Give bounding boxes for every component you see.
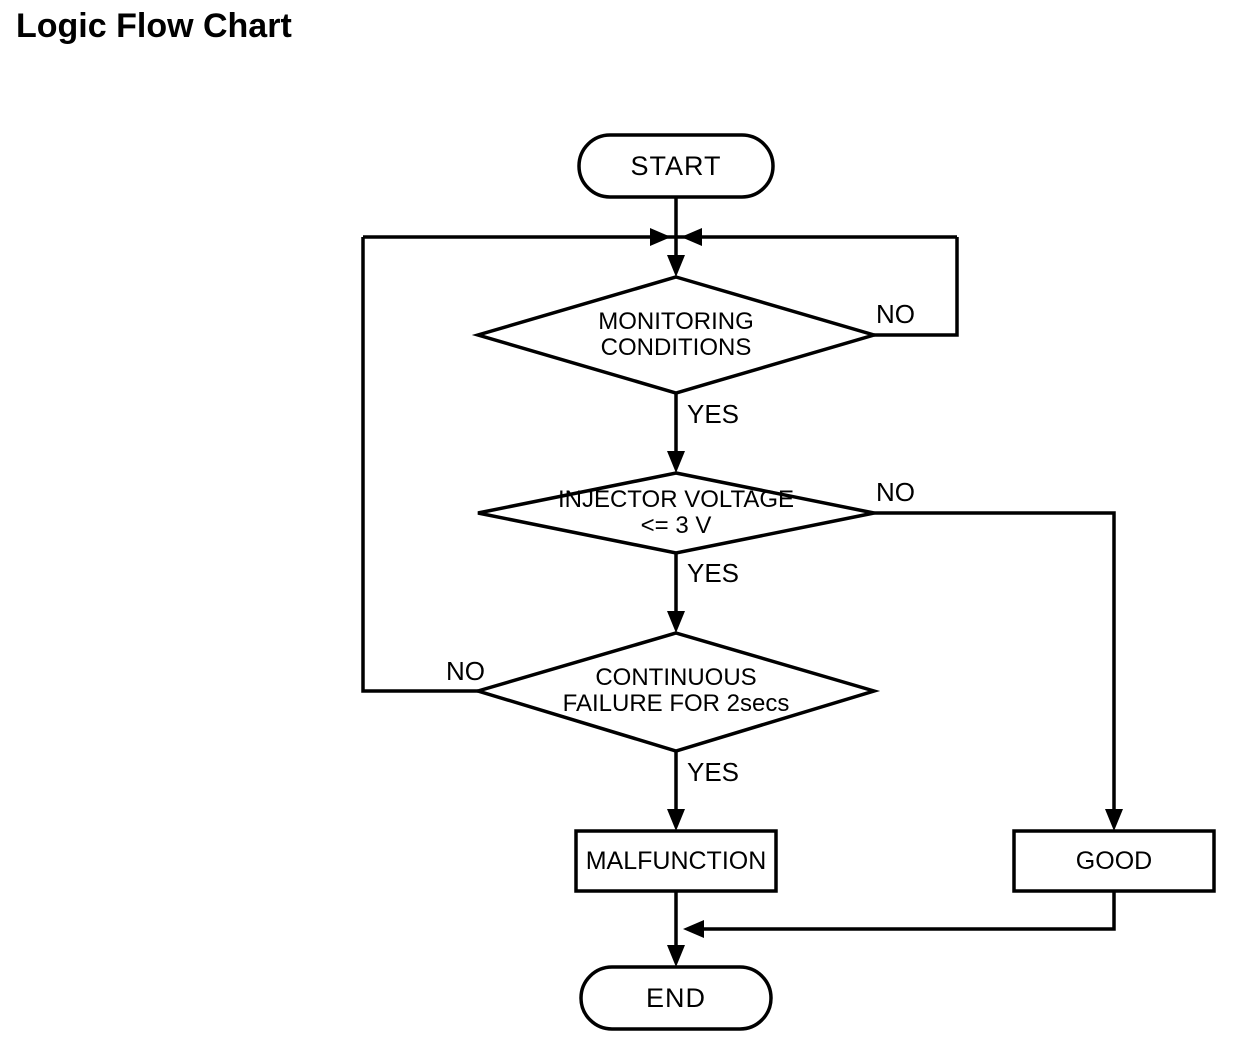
continuous-node-label: CONTINUOUS FAILURE FOR 2secs <box>478 635 874 747</box>
good-node-label: GOOD <box>1075 846 1153 875</box>
continuous-label-line1: CONTINUOUS <box>595 664 757 691</box>
connector-injector-no-to-good <box>874 511 1116 811</box>
monitoring-decision-shape <box>471 275 881 395</box>
monitoring-yes-label: YES <box>687 399 740 429</box>
injector-yes-label: YES <box>687 558 740 588</box>
end-node-label: END <box>645 982 706 1013</box>
arrowhead-junction-from-left <box>650 228 671 246</box>
injector-label-line1: INJECTOR VOLTAGE <box>557 486 795 513</box>
malfunction-process-shape <box>574 829 778 893</box>
continuous-yes-label: YES <box>687 757 740 787</box>
connector-monitoring-no-loop <box>874 237 959 337</box>
continuous-label-line2: FAILURE FOR 2secs <box>562 690 790 717</box>
arrowhead-into-monitoring <box>667 255 685 277</box>
end-terminal-shape <box>579 965 773 1031</box>
injector-no-label: NO <box>876 477 915 507</box>
arrowhead-merge-into-end-stem <box>683 920 704 938</box>
start-terminal-shape <box>577 133 775 199</box>
monitoring-label-line1: MONITORING <box>598 308 754 335</box>
monitoring-label-line2: CONDITIONS <box>600 334 752 361</box>
monitoring-node-label: MONITORING CONDITIONS <box>478 279 874 391</box>
connector-continuous-no-loop <box>361 237 478 693</box>
continuous-no-label: NO <box>446 656 485 686</box>
injector-label-line2: <= 3 V <box>640 512 712 539</box>
connector-good-to-end-merge <box>702 891 1116 931</box>
start-node-label: START <box>630 150 722 181</box>
arrowhead-junction-from-right <box>681 228 702 246</box>
malfunction-node-label: MALFUNCTION <box>585 846 767 875</box>
page-title: Logic Flow Chart <box>16 7 292 45</box>
arrowhead-into-end <box>667 945 685 967</box>
injector-node-label: INJECTOR VOLTAGE <= 3 V <box>478 475 874 551</box>
arrowhead-into-injector <box>667 451 685 473</box>
arrowhead-into-good <box>1105 809 1123 831</box>
good-process-shape <box>1012 829 1216 893</box>
arrowhead-into-continuous <box>667 611 685 633</box>
injector-decision-shape <box>477 471 875 555</box>
monitoring-no-label: NO <box>876 299 915 329</box>
continuous-decision-shape <box>471 631 881 753</box>
arrowhead-into-malfunction <box>667 809 685 831</box>
